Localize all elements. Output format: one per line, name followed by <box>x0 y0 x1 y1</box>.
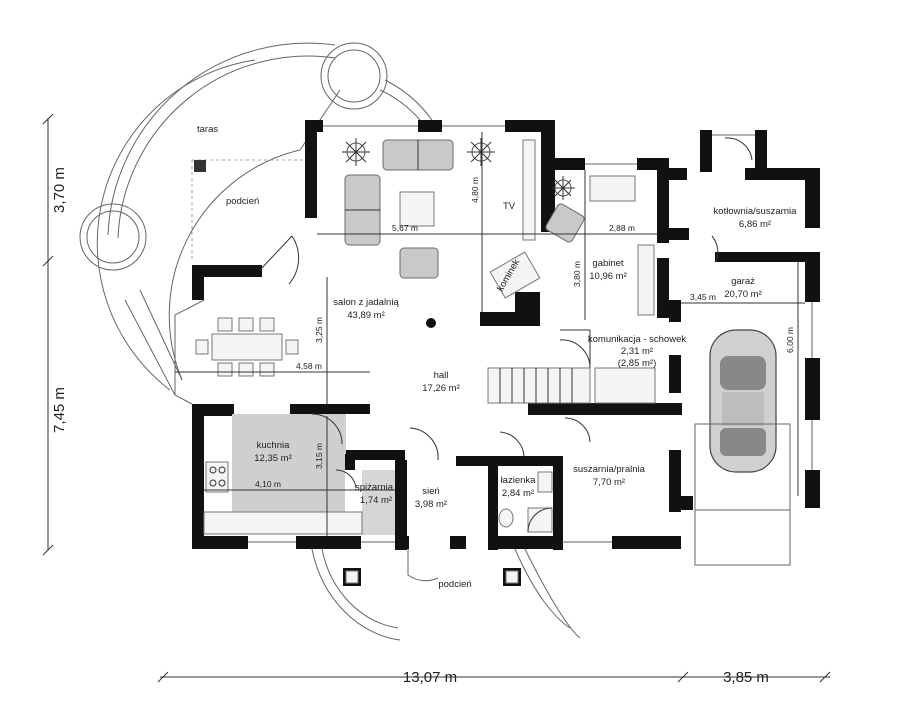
washbasin-icon <box>537 471 553 493</box>
label-kotlownia: kotłownia/suszarnia <box>714 206 798 217</box>
label-garaz: garaż <box>731 276 755 287</box>
dim-kitchen-width: 4,10 m <box>255 479 281 489</box>
toilet-icon <box>498 508 514 528</box>
bottom-porch <box>311 548 581 641</box>
label-hall: hall <box>434 370 449 381</box>
area-suszarnia: 7,70 m² <box>593 477 625 488</box>
sofa-top <box>382 139 454 171</box>
label-podcien-bottom: podcień <box>438 579 471 590</box>
pantry-floor <box>362 470 395 535</box>
stairs <box>487 329 656 404</box>
label-komunikacja: komunikacja - schowek <box>588 334 686 345</box>
walls <box>192 120 820 550</box>
armchair-gabinet <box>545 203 585 243</box>
label-taras: taras <box>197 124 218 135</box>
area-sien: 3,98 m² <box>415 499 447 510</box>
label-salon: salon z jadalnią <box>333 297 399 308</box>
dim-gabinet-depth: 3,80 m <box>572 261 582 287</box>
label-suszarnia: suszarnia/pralnia <box>573 464 646 475</box>
area-salon: 43,89 m² <box>347 310 385 321</box>
plant-icon-1 <box>342 138 370 166</box>
label-kuchnia: kuchnia <box>257 440 290 451</box>
driveway <box>694 423 791 566</box>
tv-cabinet <box>522 139 536 241</box>
dining-table <box>195 317 299 377</box>
dim-garage-width: 3,45 m <box>690 292 716 302</box>
area-kuchnia: 12,35 m² <box>254 453 292 464</box>
dim-overall-width-right: 3,85 m <box>723 669 769 686</box>
car-icon <box>709 329 777 473</box>
desk <box>589 175 636 202</box>
dim-salon-width: 5,67 m <box>392 223 418 233</box>
area-komunikacja: 2,31 m² <box>621 346 653 357</box>
area-lazienka: 2,84 m² <box>502 488 534 499</box>
plant-icon-3 <box>551 176 575 200</box>
shelf <box>637 244 655 316</box>
coffee-table <box>399 191 435 227</box>
kitchen-counter <box>203 511 363 535</box>
area-gabinet: 10,96 m² <box>589 271 627 282</box>
area-garaz: 20,70 m² <box>724 289 762 300</box>
overall-dimension-lines <box>42 113 831 683</box>
armchair <box>399 247 439 279</box>
kitchen-island <box>232 454 345 512</box>
dim-dining-width: 4,58 m <box>296 361 322 371</box>
dim-garage-depth: 6,00 m <box>785 327 795 353</box>
column-dot <box>426 318 436 328</box>
outline-walls <box>174 125 813 543</box>
stove-icon <box>205 461 229 493</box>
area-kotlownia: 6,86 m² <box>739 219 771 230</box>
door-swings <box>259 137 753 489</box>
sofa-left <box>344 174 381 246</box>
terrace-column-ne <box>320 42 388 110</box>
label-podcien-left: podcień <box>226 196 259 207</box>
dim-overall-height-top: 3,70 m <box>51 167 68 213</box>
label-gabinet: gabinet <box>592 258 624 269</box>
dim-kitchen-depth: 3,15 m <box>314 443 324 469</box>
dim-dining-depth: 3,25 m <box>314 317 324 343</box>
dim-overall-width-left: 13,07 m <box>403 669 457 686</box>
porch-outline <box>191 159 305 262</box>
label-tv: TV <box>503 201 516 212</box>
dimension-lines <box>175 132 805 536</box>
area-spizarnia: 1,74 m² <box>360 495 392 506</box>
area-hall: 17,26 m² <box>422 383 460 394</box>
label-sien: sień <box>422 486 439 497</box>
fireplace <box>489 251 541 299</box>
dim-salon-depth: 4,80 m <box>470 177 480 203</box>
terrace-column-w <box>79 203 147 271</box>
shower-icon <box>527 507 553 533</box>
porch-column-icon <box>194 160 206 172</box>
area-komunikacja-2: (2,85 m²) <box>618 358 657 369</box>
dim-gabinet-width: 2,88 m <box>609 223 635 233</box>
dim-overall-height-bottom: 7,45 m <box>51 387 68 433</box>
label-lazienka: łazienka <box>501 475 537 486</box>
label-spizarnia: spiżarnia <box>355 482 394 493</box>
plant-icon-2 <box>467 138 495 166</box>
